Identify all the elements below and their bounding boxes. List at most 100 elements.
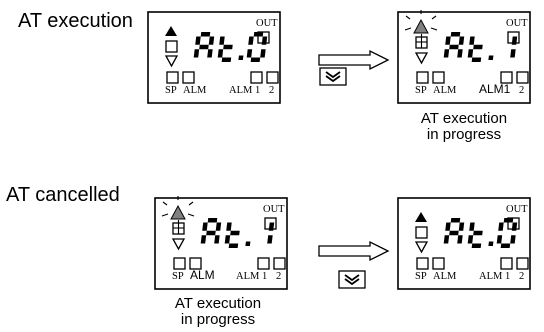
alm2-label: 2 — [519, 85, 525, 96]
row1-title: AT execution — [18, 10, 133, 32]
seven-seg-display — [443, 30, 523, 71]
alm-label: ALM — [433, 85, 457, 96]
segment-a — [253, 32, 264, 37]
segment-b — [458, 36, 465, 45]
segment-g — [449, 44, 459, 50]
up-indicator-icon — [415, 212, 427, 222]
up-indicator-icon — [170, 204, 186, 220]
segment-f — [469, 222, 475, 231]
panel-r2-before: OUT SP ALM ALM 1 2 — [154, 196, 288, 291]
panel-r1-before: OUT SP ALM ALM 1 2 — [147, 10, 281, 105]
segment-d — [471, 243, 482, 248]
segment-a — [200, 32, 211, 37]
segment-e — [496, 235, 503, 244]
blink-rays-icon — [404, 10, 438, 31]
segment-f — [498, 222, 504, 231]
segment-b — [511, 36, 518, 45]
segment-g — [223, 44, 233, 50]
alm2-label: 2 — [519, 271, 525, 282]
segment-b — [511, 222, 518, 231]
double-chevron-down-icon — [338, 270, 366, 289]
segment-f — [226, 222, 232, 231]
seven-seg-display — [443, 216, 523, 257]
segment-f — [469, 36, 475, 45]
segment-c — [510, 49, 516, 58]
segment-c — [457, 235, 463, 244]
segment-f — [248, 36, 254, 45]
decimal-point — [238, 55, 244, 60]
segment-c — [510, 235, 516, 244]
segment-f — [445, 222, 451, 231]
segment-e — [224, 235, 231, 244]
sp-lamp — [165, 40, 178, 53]
panel-r1-after: OUT SP ALM ALM1 2 — [397, 10, 531, 105]
segment-f — [445, 36, 451, 45]
segment-e — [193, 49, 200, 58]
panel-frame — [154, 196, 288, 290]
seven-seg-display — [200, 216, 280, 257]
out-label: OUT — [506, 18, 528, 29]
segment-e — [217, 49, 224, 58]
out-label: OUT — [256, 18, 278, 29]
row2-title: AT cancelled — [6, 184, 120, 206]
seven-seg-display — [193, 30, 273, 71]
up-indicator-icon — [413, 18, 429, 34]
alm-label: ALM — [190, 268, 215, 282]
segment-e — [443, 235, 450, 244]
segment-b — [268, 222, 275, 231]
segment-d — [500, 243, 511, 248]
panel-frame — [397, 197, 531, 290]
sp-lamp — [415, 226, 428, 239]
segment-d — [221, 57, 232, 62]
decimal-point — [488, 241, 494, 246]
segment-c — [207, 49, 213, 58]
segment-e — [246, 49, 253, 58]
segment-d — [228, 243, 239, 248]
segment-e — [467, 49, 474, 58]
segment-b — [208, 36, 215, 45]
panel-r2-after: OUT SP ALM ALM 1 2 — [397, 196, 531, 291]
decimal-point — [488, 55, 494, 60]
double-chevron-down-icon — [319, 67, 347, 86]
segment-c — [214, 235, 220, 244]
segment-a — [207, 218, 218, 223]
caption-line1: AT execution — [420, 110, 508, 127]
segment-e — [467, 235, 474, 244]
segment-g — [473, 44, 483, 50]
blink-rays-icon — [161, 196, 195, 217]
caption-line1: AT execution — [174, 295, 262, 312]
alm1-label: ALM1 — [479, 82, 511, 96]
segment-f — [202, 222, 208, 231]
transition-arrow — [318, 49, 390, 71]
up-indicator-icon — [165, 26, 177, 36]
segment-e — [443, 49, 450, 58]
caption-line2: in progress — [426, 126, 502, 143]
segment-g — [230, 230, 240, 236]
segment-g — [449, 230, 459, 236]
panel-frame — [397, 10, 531, 104]
segment-g — [206, 230, 216, 236]
segment-a — [450, 32, 461, 37]
segment-g — [473, 230, 483, 236]
alm1-label: ALM 1 — [236, 271, 268, 282]
alm-label: ALM — [183, 85, 207, 96]
out-label: OUT — [506, 204, 528, 215]
transition-arrow — [318, 240, 390, 262]
down-key-button[interactable] — [338, 270, 366, 289]
segment-c — [457, 49, 463, 58]
caption-r2: AT execution in progress — [158, 296, 278, 328]
alm-label: ALM — [433, 271, 457, 282]
sp-label: SP — [415, 271, 427, 282]
caption-line2: in progress — [180, 311, 256, 328]
segment-b — [215, 222, 222, 231]
segment-f — [219, 36, 225, 45]
sp-label: SP — [165, 85, 177, 96]
alm1-label: ALM 1 — [479, 271, 511, 282]
segment-c — [267, 235, 273, 244]
segment-a — [450, 218, 461, 223]
alm1-label: ALM 1 — [229, 85, 261, 96]
segment-c — [260, 49, 266, 58]
segment-d — [250, 57, 261, 62]
down-indicator-icon — [414, 241, 429, 254]
down-key-button[interactable] — [319, 67, 347, 86]
